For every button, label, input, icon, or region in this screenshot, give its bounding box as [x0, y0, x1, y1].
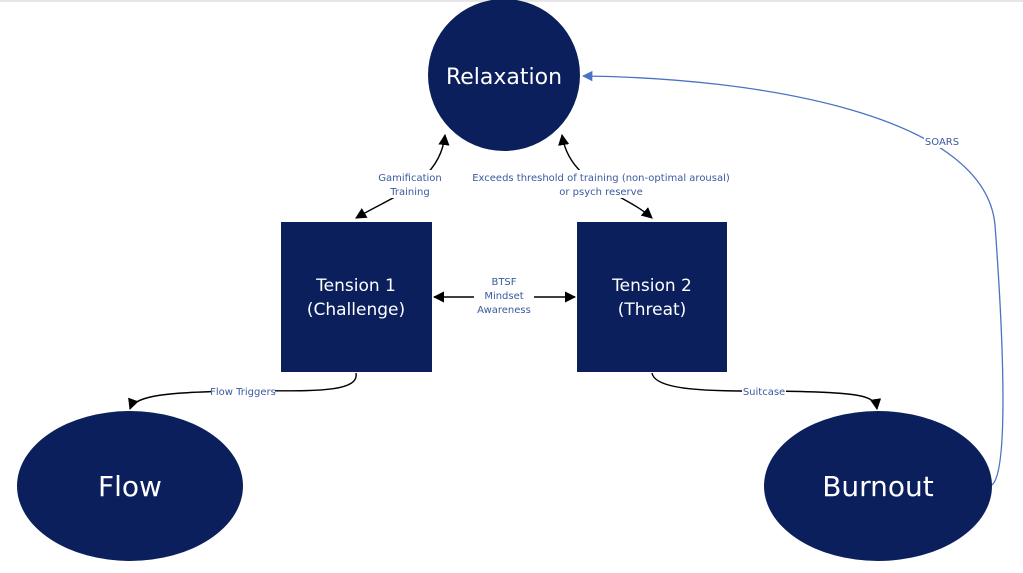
node-tension2: Tension 2 (Threat) [577, 222, 727, 372]
node-burnout: Burnout [764, 411, 992, 561]
node-flow: Flow [17, 411, 243, 561]
btsf-label-line1: BTSF [491, 277, 516, 288]
exceeds-label-line1: Exceeds threshold of training (non-optim… [472, 173, 730, 184]
suitcase-label: Suitcase [743, 387, 785, 398]
relaxation-label: Relaxation [446, 65, 562, 90]
exceeds-label-line2: or psych reserve [559, 187, 643, 198]
edge-label-btsf: BTSF Mindset Awareness [474, 274, 534, 318]
tension2-label-line1: Tension 2 [611, 276, 692, 296]
edge-label-exceeds-threshold: Exceeds threshold of training (non-optim… [472, 170, 730, 198]
gamification-label-line2: Training [389, 187, 429, 198]
tension2-label-line2: (Threat) [618, 300, 687, 320]
btsf-label-line3: Awareness [477, 305, 531, 316]
flow-label: Flow [98, 470, 162, 503]
flow-triggers-label: Flow Triggers [210, 387, 276, 398]
edge-label-suitcase: Suitcase [742, 384, 786, 398]
node-relaxation: Relaxation [428, 0, 580, 151]
edge-label-gamification: Gamification Training [378, 170, 442, 198]
tension1-label-line1: Tension 1 [315, 276, 396, 296]
gamification-label-line1: Gamification [378, 173, 441, 184]
burnout-label: Burnout [822, 470, 934, 503]
soars-label: SOARS [925, 137, 959, 148]
edge-burnout-relaxation [581, 70, 1004, 486]
node-tension1: Tension 1 (Challenge) [281, 222, 432, 372]
edge-label-flow-triggers: Flow Triggers [210, 384, 276, 398]
btsf-label-line2: Mindset [484, 291, 523, 302]
edge-label-soars: SOARS [924, 134, 960, 148]
tension1-label-line2: (Challenge) [307, 300, 405, 320]
